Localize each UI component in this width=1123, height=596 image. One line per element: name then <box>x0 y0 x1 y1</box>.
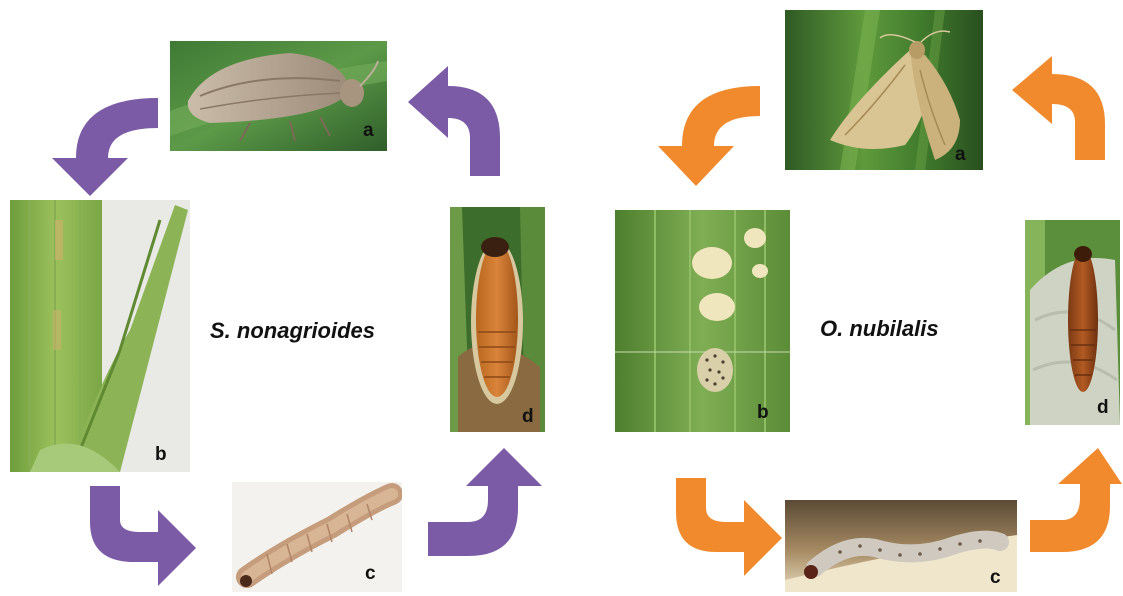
arrow-c-to-d <box>1030 448 1122 552</box>
arrow-c-to-d <box>428 448 542 556</box>
arrow-d-to-a <box>408 66 500 176</box>
arrow-a-to-b <box>52 98 158 196</box>
arrow-b-to-c <box>90 486 196 586</box>
arrow-b-to-c <box>676 478 782 576</box>
arrow-a-to-b <box>658 86 760 186</box>
arrow-d-to-a <box>1012 56 1105 160</box>
